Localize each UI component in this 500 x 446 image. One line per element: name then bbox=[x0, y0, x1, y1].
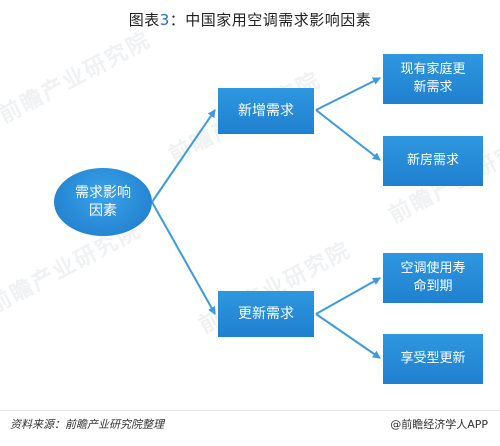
title-suffix: ：中国家用空调需求影响因素 bbox=[169, 11, 372, 29]
title-number: 3 bbox=[159, 11, 170, 29]
source-note: 资料来源：前瞻产业研究院整理 bbox=[10, 418, 164, 431]
branch-node-new-demand: 新增需求 bbox=[218, 88, 314, 134]
leaf-node-new-housing: 新房需求 bbox=[383, 136, 483, 186]
arrow-branch-1-to-leaf-1 bbox=[315, 77, 381, 111]
footer-divider bbox=[0, 410, 500, 411]
leaf-node-lifespan-expiry: 空调使用寿命到期 bbox=[383, 253, 483, 303]
arrow-branch-2-to-leaf-2 bbox=[315, 313, 381, 359]
leaf-node-enjoyment-upgrade: 享受型更新 bbox=[383, 334, 483, 384]
arrow-root-to-branch-1 bbox=[151, 109, 216, 203]
chart-title: 图表3：中国家用空调需求影响因素 bbox=[0, 9, 500, 30]
title-prefix: 图表 bbox=[128, 11, 160, 29]
arrow-root-to-branch-2 bbox=[151, 201, 216, 315]
arrow-branch-1-to-leaf-2 bbox=[315, 109, 381, 161]
brand-note: @前瞻经济学人APP bbox=[390, 418, 488, 431]
leaf-node-household-renewal: 现有家庭更新需求 bbox=[383, 54, 483, 104]
arrow-branch-2-to-leaf-1 bbox=[315, 277, 381, 315]
branch-node-replacement-demand: 更新需求 bbox=[218, 291, 314, 337]
root-node: 需求影响因素 bbox=[54, 168, 152, 236]
